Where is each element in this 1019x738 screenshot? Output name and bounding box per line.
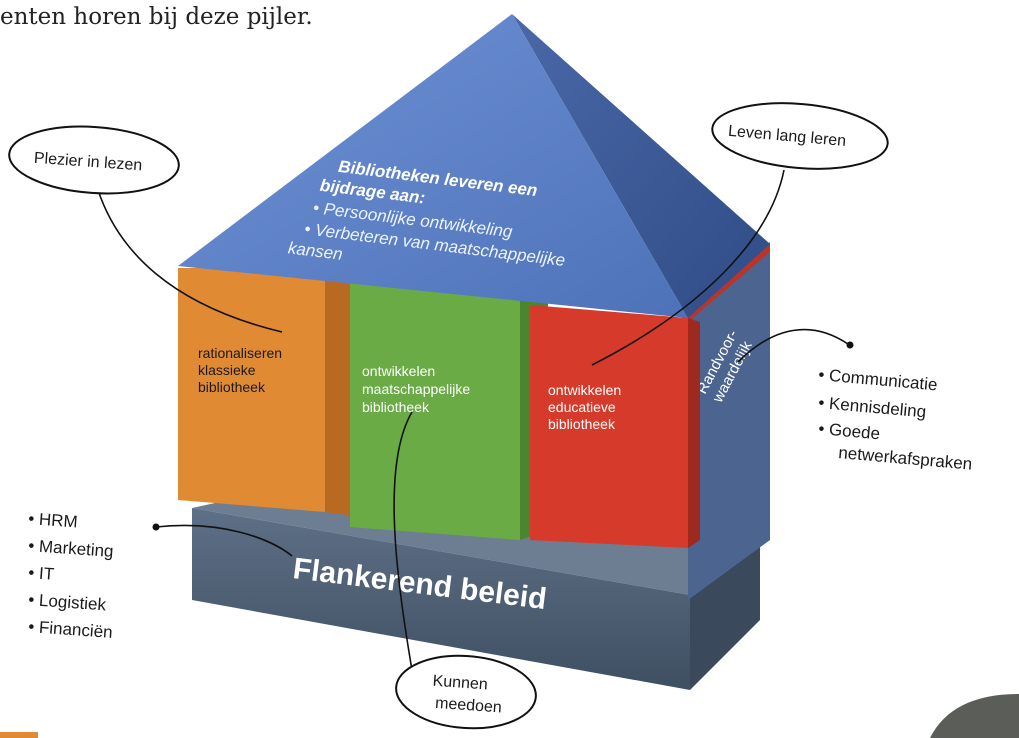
pillar-red-line2: educatieve [548, 399, 616, 415]
pillar-red-front [530, 305, 688, 548]
pillar-orange: rationaliseren klassieke bibliotheek [178, 268, 355, 516]
roof: Bibliotheken leveren een bijdrage aan: •… [178, 14, 770, 318]
pillar-orange-side [325, 268, 355, 516]
base-front [192, 508, 690, 690]
bubble-kunnen-shape [395, 654, 537, 730]
base-side [690, 538, 760, 690]
svg-text:rationaliseren klassieke: rationaliseren klassieke bibliotheek [198, 345, 286, 395]
right-list-item-2: • Kennisdeling [818, 393, 927, 421]
bubble-leven: Leven lang leren [711, 102, 889, 170]
pillar-green-line1: ontwikkelen [362, 363, 435, 379]
connector-randvoorwaardelijk [737, 328, 849, 363]
left-list-item-1: • HRM [28, 509, 79, 531]
pillar-red: ontwikkelen educatieve bibliotheek [530, 305, 700, 548]
connector-dot-right [846, 341, 854, 349]
connector-kunnen [393, 411, 417, 695]
svg-text:ontwikkelen educatieve: ontwikkelen educatieve bibliotheek [548, 382, 625, 432]
left-list-item-5: • Financiën [28, 617, 114, 642]
left-list-item-4: • Logistiek [28, 590, 107, 614]
right-list-item-1: • Communicatie [818, 365, 939, 394]
side-wall-face [688, 248, 770, 600]
bubble-kunnen: Kunnen meedoen [395, 654, 537, 730]
pillar-green-front [350, 282, 520, 540]
pillar-orange-front [178, 268, 325, 512]
bubble-leven-shape [711, 102, 889, 170]
pillar-red-side [688, 318, 700, 548]
connector-leven [591, 169, 785, 366]
pillar-orange-line3: bibliotheek [198, 379, 266, 395]
left-list: • HRM • Marketing • IT • Logistiek • Fin… [28, 509, 114, 642]
left-list-item-3: • IT [28, 563, 55, 584]
right-list-item-3: • Goede [818, 419, 881, 443]
corner-accent [0, 732, 38, 738]
pillar-green-line2: maatschappelijke [362, 381, 470, 397]
right-list: • Communicatie • Kennisdeling • Goede ne… [818, 365, 973, 474]
bubble-plezier-shape [8, 125, 180, 195]
connector-flankerend [155, 524, 293, 557]
pillar-orange-line2: klassieke [198, 362, 256, 378]
connector-dot-left [152, 523, 160, 531]
pillar-green-line3: bibliotheek [362, 399, 430, 415]
bubble-plezier: Plezier in lezen [8, 125, 180, 195]
bubble-kunnen-line1: Kunnen [432, 673, 488, 694]
connector-lines [97, 169, 849, 695]
corner-decoration [930, 694, 1019, 738]
pillar-red-line1: ontwikkelen [548, 382, 621, 398]
connector-plezier [97, 189, 283, 333]
svg-text:ontwikkelen maatschappel: ontwikkelen maatschappelijke bibliotheek [362, 363, 474, 415]
intro-text: enten horen bij deze pijler. [0, 4, 313, 30]
pillar-green: ontwikkelen maatschappelijke bibliotheek [350, 282, 548, 540]
pillar-orange-line1: rationaliseren [198, 345, 282, 361]
roof-right-face [512, 14, 770, 318]
pillar-red-line3: bibliotheek [548, 416, 616, 432]
right-list-item-4: netwerkafspraken [838, 443, 973, 474]
roof-front-face [178, 14, 688, 318]
left-list-item-2: • Marketing [28, 536, 114, 561]
bubble-kunnen-line2: meedoen [435, 695, 503, 717]
